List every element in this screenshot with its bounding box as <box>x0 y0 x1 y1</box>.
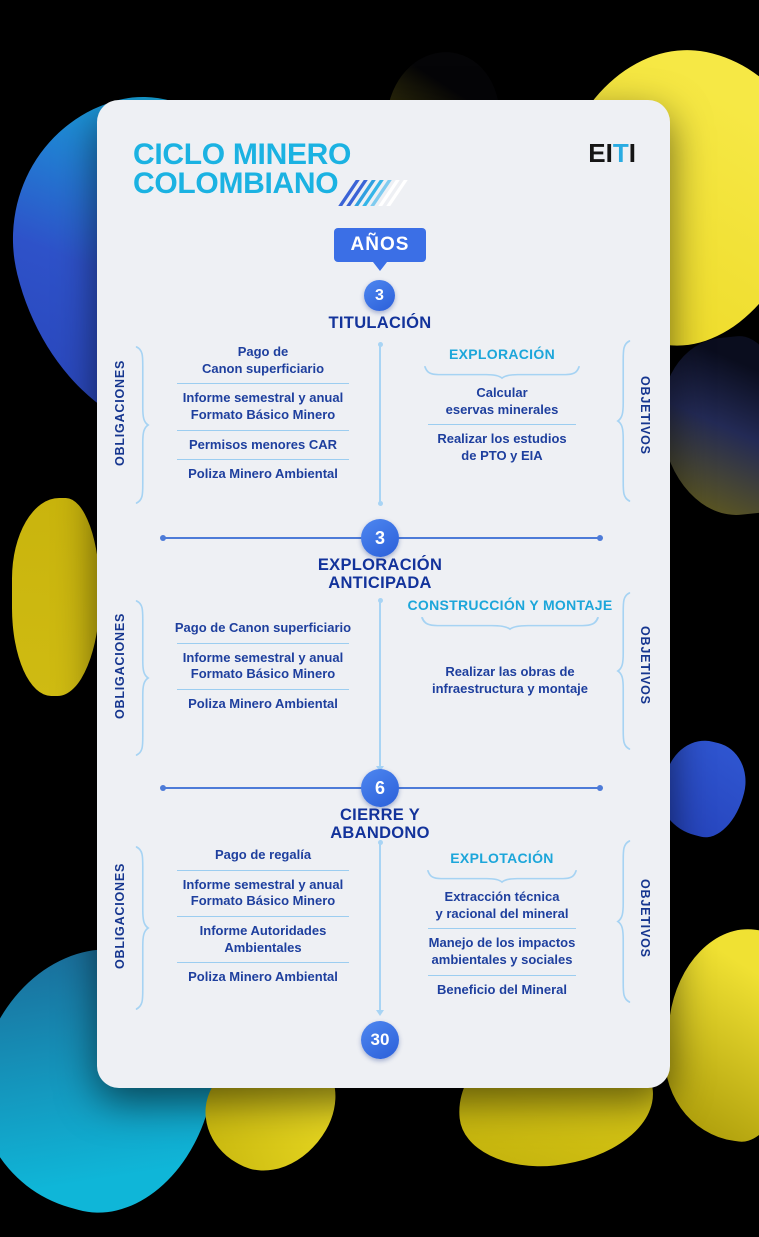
item-divider <box>428 974 576 976</box>
curly-brace-icon <box>135 846 150 1010</box>
section-header: EXPLOTACIÓN <box>450 850 554 866</box>
curly-brace-icon <box>616 592 631 750</box>
curly-brace-icon <box>616 340 631 502</box>
timeline-connector <box>377 342 383 506</box>
obligation-item: Informe semestral y anual Formato Básico… <box>182 649 344 682</box>
item-divider <box>428 424 576 426</box>
obligation-item: Informe Autoridades Ambientales <box>199 922 327 955</box>
decorative-blob <box>12 498 100 696</box>
obligation-item: Poliza Minero Ambiental <box>188 695 338 711</box>
curly-brace-icon <box>616 840 631 1003</box>
obligation-item: Pago de Canon superficiario <box>174 620 352 635</box>
curly-brace-icon <box>421 616 599 631</box>
obligations-list: Pago de regalía Informe semestral y anua… <box>165 847 361 986</box>
timeline-circle: 30 <box>361 1021 399 1059</box>
item-divider <box>177 642 349 644</box>
phase-title-line: CIERRE Y <box>339 806 421 824</box>
phase-title-line: TITULACIÓN <box>328 314 432 332</box>
obligation-item: Permisos menores CAR <box>188 436 338 452</box>
objective-item: Realizar los estudios de PTO y EIA <box>437 431 567 463</box>
item-divider <box>177 688 349 690</box>
timeline-circle: 6 <box>361 769 399 807</box>
phase-title-line: ANTICIPADA <box>328 574 432 593</box>
curly-brace-icon <box>427 869 577 884</box>
objectives-list: EXPLORACIÓN Calcular eservas minerales R… <box>420 346 584 465</box>
objectives-label: OBJETIVOS <box>638 878 652 958</box>
phase-title-line: EXPLORACIÓN <box>317 556 443 574</box>
obligation-item: Pago de Canon superficiario <box>201 344 325 376</box>
phase-title: TITULACIÓN <box>233 314 527 332</box>
item-divider <box>177 915 349 917</box>
timeline-circle: 3 <box>361 519 399 557</box>
section-header: CONSTRUCCIÓN Y MONTAJE <box>407 597 613 613</box>
timeline-circle: 3 <box>364 280 395 311</box>
years-badge: AÑOS <box>334 228 426 262</box>
objective-item: Calcular eservas minerales <box>445 385 559 417</box>
objective-item: Extracción técnica y racional del minera… <box>435 889 569 921</box>
objective-item: Beneficio del Mineral <box>436 981 568 997</box>
obligation-item: Informe semestral y anual Formato Básico… <box>182 390 344 422</box>
obligations-list: Pago de Canon superficiario Informe seme… <box>165 620 361 713</box>
item-divider <box>177 962 349 964</box>
badge-pointer-icon <box>373 262 387 271</box>
eiti-logo: EITI <box>588 138 636 169</box>
item-divider <box>177 383 349 385</box>
item-divider <box>177 869 349 871</box>
item-divider <box>177 459 349 461</box>
slash-marks-icon <box>338 180 408 206</box>
obligations-list: Pago de Canon superficiario Informe seme… <box>165 344 361 483</box>
curly-brace-icon <box>135 346 150 504</box>
section-header: EXPLORACIÓN <box>449 346 555 362</box>
obligation-item: Poliza Minero Ambiental <box>188 969 338 985</box>
obligations-label: OBLIGACIONES <box>113 359 127 467</box>
logo-part: EI <box>588 138 613 168</box>
phase-title-line: ABANDONO <box>330 824 430 843</box>
phase-title: EXPLORACIÓN ANTICIPADA <box>233 556 527 593</box>
logo-part: T <box>612 138 629 168</box>
timeline-connector <box>376 840 384 1016</box>
page-title: CICLO MINERO COLOMBIANO <box>133 138 352 200</box>
obligation-item: Informe semestral y anual Formato Básico… <box>182 876 344 909</box>
obligation-item: Poliza Minero Ambiental <box>188 466 338 482</box>
objective-item: Manejo de los impactos ambientales y soc… <box>428 935 576 967</box>
objectives-list: CONSTRUCCIÓN Y MONTAJE Realizar las obra… <box>380 597 640 697</box>
obligations-label: OBLIGACIONES <box>113 862 127 970</box>
obligation-item: Pago de regalía <box>214 847 312 862</box>
objectives-label: OBJETIVOS <box>638 625 652 705</box>
objectives-label: OBJETIVOS <box>638 375 652 455</box>
title-line-2: COLOMBIANO <box>133 166 339 200</box>
curly-brace-icon <box>424 365 580 380</box>
infographic-card: CICLO MINERO COLOMBIANO EITI AÑOS 3 TITU… <box>97 100 670 1088</box>
title-line-1: CICLO MINERO <box>133 138 352 171</box>
objective-item: Realizar las obras de infraestructura y … <box>431 664 589 696</box>
phase-title: CIERRE Y ABANDONO <box>233 806 527 843</box>
objectives-list: EXPLOTACIÓN Extracción técnica y raciona… <box>415 850 589 998</box>
curly-brace-icon <box>135 600 150 756</box>
item-divider <box>177 429 349 431</box>
logo-part: I <box>628 138 636 168</box>
item-divider <box>428 928 576 930</box>
obligations-label: OBLIGACIONES <box>113 612 127 720</box>
